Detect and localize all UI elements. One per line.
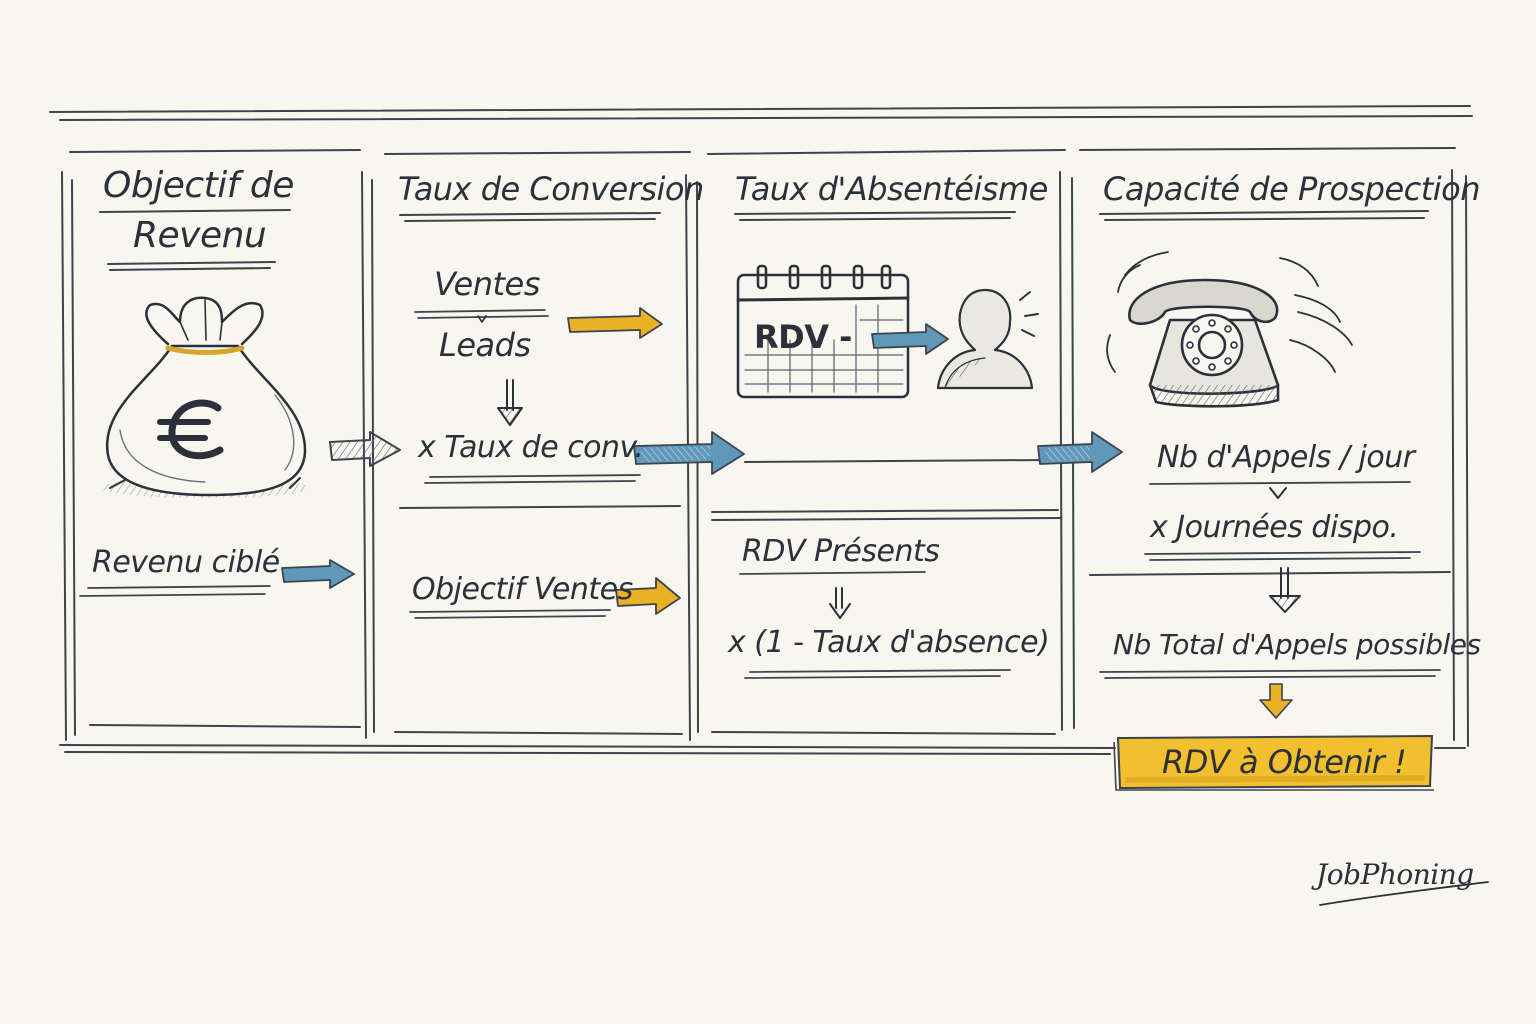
- col1-title-line2: Revenu: [133, 215, 267, 256]
- alert-lines: [1019, 291, 1039, 337]
- telephone-icon: [1128, 278, 1280, 408]
- arrow-yellow-down: [1259, 683, 1293, 719]
- col4-title: Capacité de Prospection: [1103, 170, 1481, 208]
- brand-underline: [1319, 881, 1489, 906]
- text-underlines: [79, 309, 1441, 679]
- fraction-denominator: Leads: [439, 326, 531, 364]
- result-label: RDV à Obtenir !: [1162, 743, 1407, 781]
- col1-item-target-revenue: Revenu ciblé: [92, 545, 280, 580]
- calendar-icon: [736, 264, 910, 399]
- col2-item-sales-target: Objectif Ventes: [412, 572, 633, 607]
- fraction-numerator: Ventes: [434, 265, 540, 303]
- col4-item-calls-per-day: Nb d'Appels / jour: [1157, 440, 1415, 475]
- col4-item-days-available: x Journées dispo.: [1150, 510, 1399, 545]
- title-underlines: [99, 209, 1429, 271]
- col3-item-present: RDV Présents: [742, 534, 940, 569]
- arrow-blue-2: [633, 431, 745, 475]
- money-bag-euro-icon: [100, 296, 310, 498]
- col3-title: Taux d'Absentéisme: [735, 170, 1048, 208]
- col2-item-conversion: x Taux de conv.: [418, 430, 644, 465]
- col4-item-total-calls: Nb Total d'Appels possibles: [1113, 628, 1481, 661]
- calendar-label: RDV -: [754, 318, 852, 356]
- arrow-blue-4: [1037, 431, 1123, 473]
- col1-title-line1: Objectif de: [103, 165, 294, 206]
- arrow-yellow-1: [567, 307, 663, 339]
- small-down-arrows: [477, 315, 1301, 619]
- brand-logo: JobPhoning: [1316, 858, 1474, 891]
- person-icon: [936, 288, 1034, 390]
- col3-item-absence: x (1 - Taux d'absence): [728, 625, 1050, 660]
- arrow-grey: [329, 431, 401, 467]
- result-box: [1113, 734, 1434, 791]
- flow-arrows: [281, 307, 1293, 719]
- arrow-yellow-2: [615, 577, 681, 615]
- arrow-blue-3: [871, 323, 949, 355]
- ringing-lines: [1106, 251, 1353, 373]
- col2-title: Taux de Conversion: [398, 170, 704, 208]
- arrow-blue-1: [281, 559, 355, 589]
